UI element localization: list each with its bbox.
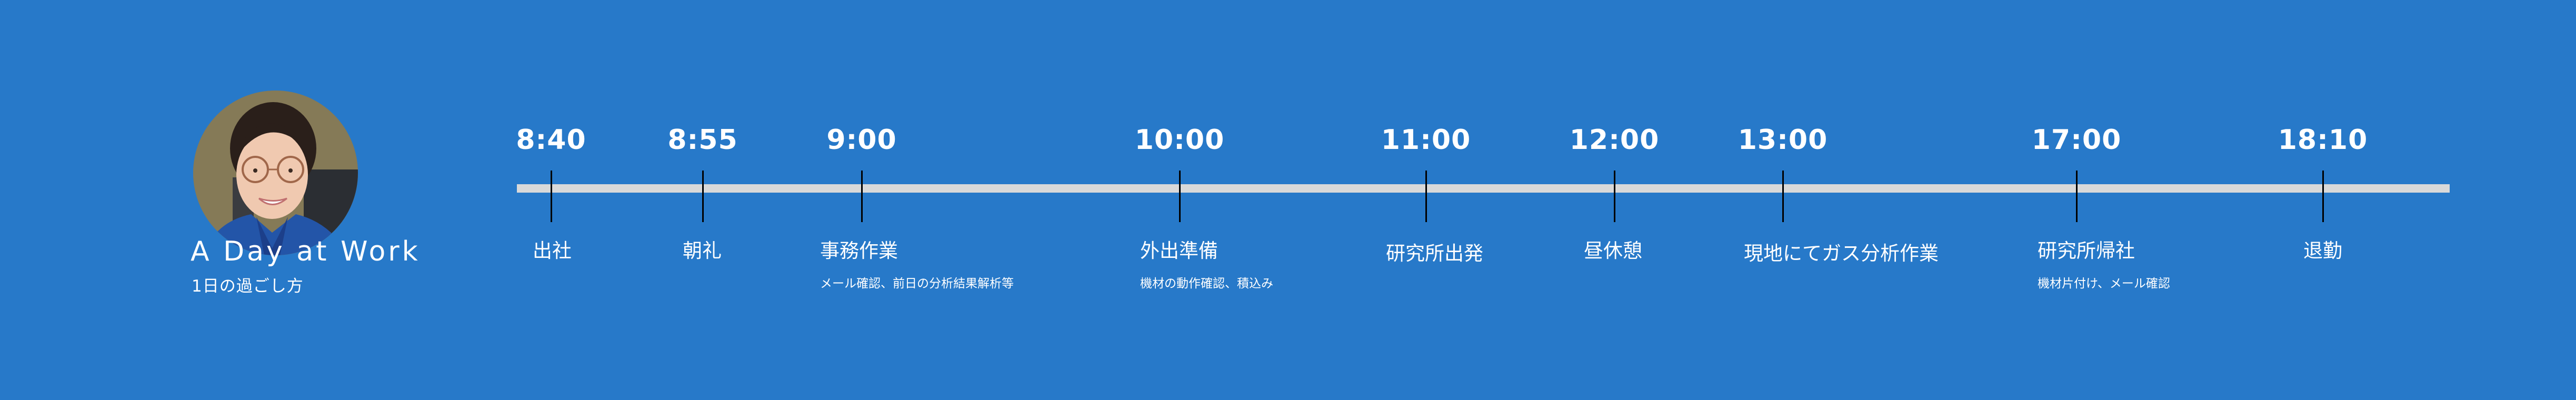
event-time: 9:00 [826, 124, 897, 156]
timeline-tick [1179, 171, 1181, 222]
event-label: 事務作業 [820, 239, 898, 262]
timeline-tick [551, 171, 552, 222]
event-label: 朝礼 [683, 239, 722, 262]
event-time: 12:00 [1569, 124, 1660, 156]
timeline-event: 研究所出発 [1386, 244, 1483, 263]
page-title: A Day at Work [191, 236, 421, 267]
event-label: 研究所出発 [1386, 242, 1483, 265]
event-time: 8:55 [667, 124, 738, 156]
timeline-tick [1782, 171, 1784, 222]
event-label: 現地にてガス分析作業 [1744, 242, 1939, 265]
timeline-event: 現地にてガス分析作業 [1744, 244, 1939, 263]
event-label: 研究所帰社 [2038, 239, 2135, 262]
timeline-tick [2076, 171, 2078, 222]
event-label: 出社 [533, 239, 572, 262]
timeline-event: 退勤 [2303, 241, 2342, 261]
event-time: 17:00 [2031, 124, 2122, 156]
timeline-event: 事務作業 メール確認、前日の分析結果解析等 [820, 241, 1014, 290]
timeline-event: 昼休憩 [1584, 241, 1642, 261]
event-time: 10:00 [1134, 124, 1225, 156]
person-photo-icon [193, 91, 358, 255]
timeline-bar [517, 184, 2450, 193]
event-time: 8:40 [516, 124, 586, 156]
timeline-event: 外出準備 機材の動作確認、積込み [1140, 241, 1273, 290]
avatar [193, 91, 358, 255]
timeline-tick [702, 171, 704, 222]
event-detail: メール確認、前日の分析結果解析等 [820, 277, 1014, 291]
timeline-event: 朝礼 [683, 241, 722, 261]
event-label: 外出準備 [1140, 239, 1218, 262]
event-time: 11:00 [1381, 124, 1471, 156]
page-subtitle: 1日の過ごし方 [192, 277, 304, 296]
timeline-tick [861, 171, 863, 222]
event-detail: 機材片付け、メール確認 [2038, 277, 2170, 291]
event-detail: 機材の動作確認、積込み [1140, 277, 1273, 291]
timeline-tick [2322, 171, 2324, 222]
event-time: 13:00 [1738, 124, 1828, 156]
timeline-event: 研究所帰社 機材片付け、メール確認 [2038, 241, 2170, 290]
timeline-tick [1425, 171, 1427, 222]
event-label: 退勤 [2303, 239, 2342, 262]
timeline-event: 出社 [533, 241, 572, 261]
event-label: 昼休憩 [1584, 239, 1642, 262]
event-time: 18:10 [2278, 124, 2368, 156]
timeline-tick [1614, 171, 1615, 222]
